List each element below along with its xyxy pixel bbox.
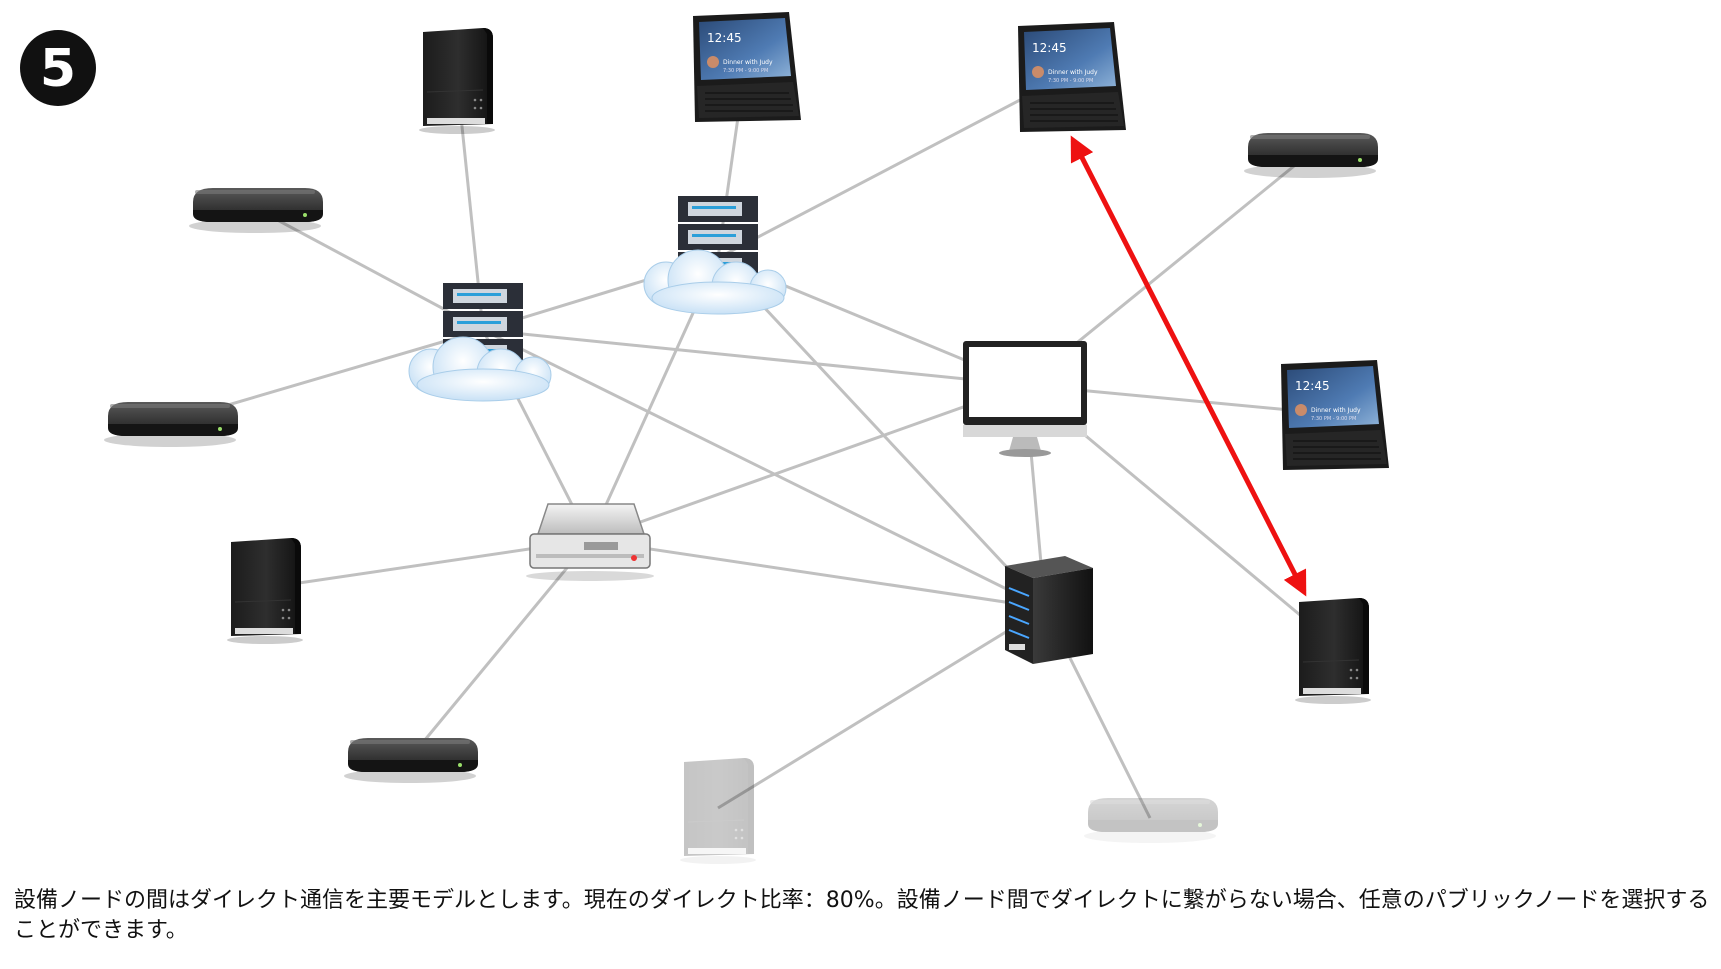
- nas-icon: [418, 27, 496, 135]
- node-router-left: [104, 402, 238, 447]
- node-router-upper-left: [189, 188, 323, 233]
- router-icon: [189, 188, 323, 233]
- link-cloud-server-top-to-tower-server: [716, 256, 1047, 610]
- router-icon: [1084, 798, 1218, 843]
- smart-display-icon: [1018, 22, 1126, 132]
- node-cloud-server-top: [643, 195, 787, 315]
- caption-text: 設備ノードの間はダイレクト通信を主要モデルとします。現在のダイレクト比率：80%…: [14, 888, 1710, 943]
- smart-display-icon: [1281, 360, 1389, 470]
- link-cloud-server-main-to-monitor: [482, 328, 1026, 387]
- node-nas-right: [1294, 597, 1372, 705]
- link-cloud-server-main-to-tower-server: [482, 328, 1046, 610]
- rack-server-icon: [525, 503, 655, 582]
- step-badge-number: 5: [40, 39, 76, 99]
- direct-links-layer: [1070, 135, 1307, 597]
- step-badge: 5: [20, 30, 96, 106]
- cloud-server-icon: [643, 195, 787, 315]
- node-nas-top: [418, 27, 496, 135]
- link-cloud-server-top-to-smart-display-top-right: [717, 98, 1021, 260]
- router-icon: [104, 402, 238, 447]
- nas-icon: [226, 537, 304, 645]
- node-router-right: [1244, 133, 1378, 178]
- nodes-layer: [104, 12, 1389, 865]
- node-rack-server: [525, 503, 655, 582]
- node-nas-left: [226, 537, 304, 645]
- node-nas-bottom-faded: [679, 757, 757, 865]
- smart-display-icon: [693, 12, 801, 122]
- links-layer: [169, 67, 1311, 819]
- node-router-bottom-faded: [1084, 798, 1218, 843]
- monitor-icon: [963, 341, 1087, 457]
- link-tower-server-to-nas-bottom-faded: [717, 606, 1046, 810]
- tower-server-icon: [1004, 555, 1094, 665]
- node-tower-server: [1004, 555, 1094, 665]
- node-smart-display-top: [693, 12, 801, 122]
- direct-link-arrow-smart-display-top-right-to-nas-right: [1070, 135, 1307, 597]
- node-smart-display-top-right: [1018, 22, 1126, 132]
- node-router-bottom: [344, 738, 478, 783]
- link-rack-server-to-tower-server: [589, 538, 1046, 610]
- nas-icon: [1294, 597, 1372, 705]
- router-icon: [1244, 133, 1378, 178]
- node-monitor: [963, 341, 1087, 457]
- node-smart-display-right: [1281, 360, 1389, 470]
- router-icon: [344, 738, 478, 783]
- nas-icon: [679, 757, 757, 865]
- link-monitor-to-rack-server: [589, 383, 1026, 542]
- step-badge-circle: [20, 30, 96, 106]
